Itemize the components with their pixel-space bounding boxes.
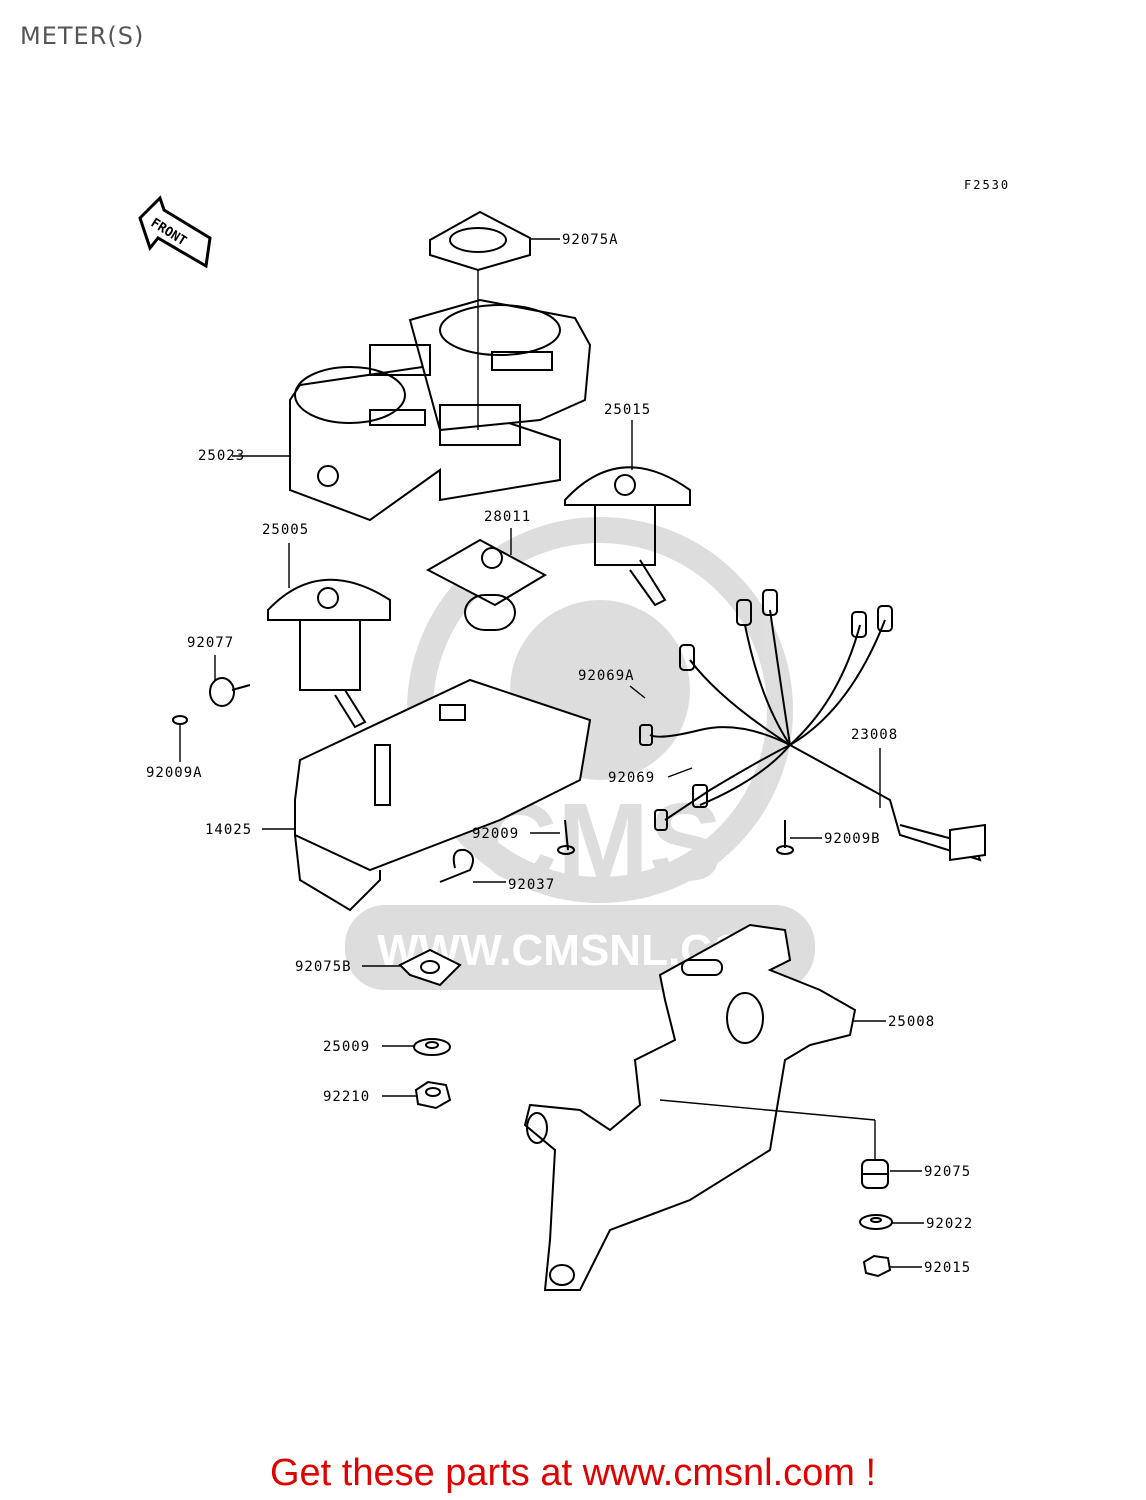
label-92210: 92210 [323,1089,370,1105]
label-92009: 92009 [472,826,519,842]
label-28011: 28011 [484,509,531,525]
label-92077: 92077 [187,635,234,651]
watermark: CMS WWW.CMSNL.COM [345,517,815,990]
meter-case-25023 [289,298,592,522]
figure-code: F2530 [964,178,1011,192]
label-23008: 23008 [851,727,898,743]
tachometer-25015 [564,466,691,607]
label-92069: 92069 [608,770,655,786]
leader-lines [179,238,924,1268]
label-92037: 92037 [508,877,555,893]
screw-92009b [776,820,794,855]
label-92075b: 92075B [295,959,352,975]
harness-23008 [639,589,986,862]
knob-92077 [209,677,251,707]
washer-92022 [859,1214,893,1230]
screw-92009 [557,819,575,855]
label-92022: 92022 [926,1216,973,1232]
cap-92075a [429,210,531,272]
screw-92009a [172,715,188,725]
label-25023: 25023 [198,448,245,464]
grommet-92075 [861,1159,889,1189]
bracket-25008 [523,923,857,1291]
label-92075a: 92075A [562,232,619,248]
parts-drawing [172,210,986,1291]
nut-92015 [862,1254,892,1278]
label-92009a: 92009A [146,765,203,781]
label-14025: 14025 [205,822,252,838]
speedometer-25005 [267,578,391,729]
label-25015: 25015 [604,402,651,418]
front-arrow: FRONT [138,195,212,269]
label-92069a: 92069A [578,668,635,684]
label-92015: 92015 [924,1260,971,1276]
nut-92210 [414,1080,452,1110]
label-25005: 25005 [262,522,309,538]
housing-14025 [294,678,592,912]
page-title: METER(S) [20,22,145,50]
washer-25009 [413,1038,451,1056]
grommet-92075b [398,948,462,987]
label-92075: 92075 [924,1164,971,1180]
gauge-28011 [425,538,548,631]
clamp-92037 [439,848,475,883]
label-25009: 25009 [323,1039,370,1055]
promo-footer-link[interactable]: Get these parts at www.cmsnl.com ! [269,1452,877,1494]
label-25008: 25008 [888,1014,935,1030]
label-92009b: 92009B [824,831,881,847]
